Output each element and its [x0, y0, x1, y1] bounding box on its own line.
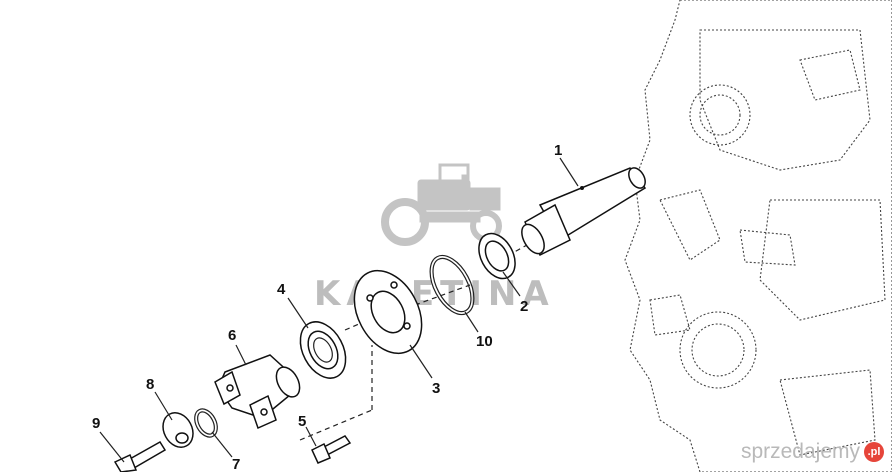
tractor-watermark-icon — [381, 163, 502, 246]
callout-8: 8 — [146, 376, 154, 393]
part-4-seal — [299, 321, 347, 379]
part-5-bolt — [311, 435, 352, 464]
part-6-yoke — [214, 354, 301, 430]
engine-housing — [624, 0, 892, 472]
callout-2: 2 — [520, 298, 528, 315]
callout-5: 5 — [298, 413, 306, 430]
site-name: sprzedajemy — [740, 440, 860, 463]
part-3-flange — [353, 269, 423, 355]
site-suffix-badge: .pl — [864, 442, 884, 462]
part-1-shaft — [521, 167, 647, 257]
site-brand-logo: sprzedajemy.pl — [741, 440, 884, 464]
callout-1: 1 — [554, 142, 562, 159]
part-7-ring — [194, 408, 218, 438]
callout-6: 6 — [228, 327, 236, 344]
leader-lines — [99, 157, 579, 463]
part-9-bolt — [113, 440, 167, 472]
part-2-seal — [478, 232, 516, 280]
callout-9: 9 — [92, 415, 100, 432]
callout-7: 7 — [232, 456, 240, 472]
part-10-o-ring — [429, 254, 475, 316]
part-8-washer — [162, 412, 194, 448]
callout-4: 4 — [277, 281, 286, 298]
callout-10: 10 — [476, 333, 493, 350]
callout-3: 3 — [432, 380, 440, 397]
